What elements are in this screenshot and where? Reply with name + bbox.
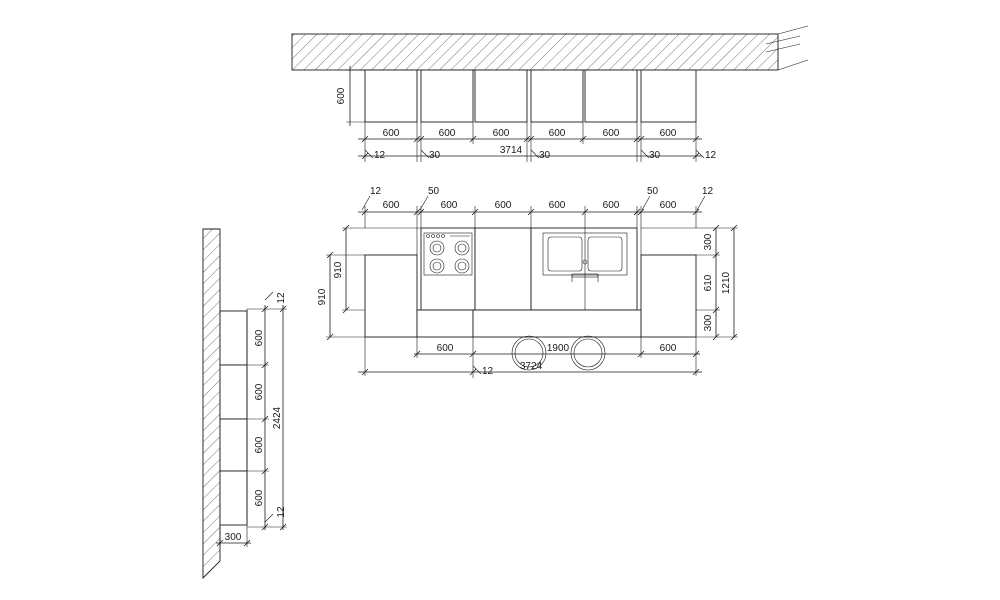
plan-top-gap-right: 12 [702,186,714,197]
side-unit-3 [219,418,248,472]
side-slashes [261,305,287,531]
plan-top-module-6: 600 [660,200,677,211]
plan-left-dim-inner-label: 910 [333,261,344,278]
wall-cabinet-6 [640,69,697,123]
plan-end-cabinet-left [364,254,418,338]
wall-overall-label: 3714 [500,145,523,156]
wall-dim-slashes [361,135,700,143]
wall-joint-gap-2: 30 [539,150,551,161]
wall-joint-gap-1: 30 [429,150,441,161]
wall-module-label-1: 600 [383,128,400,139]
plan-overall-label: 3724 [520,361,543,372]
wall-cabinet-4 [530,69,584,123]
leader [420,149,430,159]
side-wall-hatch [202,228,221,580]
leader [364,149,374,159]
leader [264,513,274,523]
side-gap-bottom: 12 [276,506,287,518]
plan-top-module-3: 600 [495,200,512,211]
wall-break-detail-2 [765,43,801,53]
plan-bottom-label-mid: 1900 [547,343,570,354]
plan-top-gap-left: 12 [370,186,382,197]
side-depth-slashes [216,539,251,547]
plan-right-dim-top: 300 [703,233,714,250]
plan-base-left [416,309,474,338]
stool-right-icon [570,335,606,371]
plan-right-slashes [712,224,738,341]
overall-dim-slashes [361,152,700,160]
wall-cabinet-2 [420,69,474,123]
plan-top-module-2: 600 [441,200,458,211]
plan-bottom-slashes [413,350,700,358]
plan-hob-cabinet [420,227,476,311]
side-unit-2 [219,364,248,420]
side-module-3: 600 [254,436,265,453]
wall-module-label-2: 600 [439,128,456,139]
side-module-4: 600 [254,489,265,506]
wall-dim-ticks [364,122,697,162]
wall-joint-gap-3: 30 [649,150,661,161]
plan-top-slashes [361,208,700,216]
hob-icon [423,232,473,276]
plan-top-gap-50-right: 50 [647,186,659,197]
wall-module-label-4: 600 [549,128,566,139]
plan-end-cabinet-right [640,254,697,338]
wall-module-label-5: 600 [603,128,620,139]
wall-break-line-2 [777,59,809,71]
plan-sink-cabinet [530,227,638,311]
plan-top-leaders [361,195,706,211]
plan-left-slashes [326,224,350,341]
plan-top-gap-50-left: 50 [428,186,440,197]
side-overall: 2424 [272,406,283,429]
leader [530,149,540,159]
leader [472,365,482,375]
side-unit-1 [219,310,248,366]
tall-unit-section: 12 600 600 600 600 2424 12 300 [202,228,287,580]
plan-bottom-label-left: 600 [437,343,454,354]
wall-cabinet-3 [474,69,528,123]
plan-bottom-label-right: 600 [660,343,677,354]
wall-module-label-6: 600 [660,128,677,139]
side-module-1: 600 [254,329,265,346]
leader [640,149,650,159]
side-module-2: 600 [254,383,265,400]
side-unit-4 [219,470,248,526]
side-gap-top: 12 [276,292,287,304]
plan-base-island [472,309,642,338]
side-depth-ext [219,527,248,547]
plan-left-dim-outer-label: 910 [317,288,328,305]
wall-module-label-3: 600 [493,128,510,139]
plan-top-module-5: 600 [603,200,620,211]
plan-top-module-4: 600 [549,200,566,211]
wall-gap-right: 12 [705,150,717,161]
leader [695,149,705,159]
wall-height-label: 600 [336,87,347,104]
wall-break-line [777,25,809,35]
plan-top-module-1: 600 [383,200,400,211]
leader [264,291,274,301]
wall-break-detail [765,35,801,45]
wall-cabinet-1 [364,69,418,123]
plan-top-ext [364,206,697,228]
stool-left-icon [511,335,547,371]
plan-right-dim-mid: 610 [703,274,714,291]
wall-cabinet-elevation: 600 600 600 600 600 600 600 [291,25,809,162]
plan-cabinet-3 [474,227,532,311]
plan-bottom-gap: 12 [482,366,494,377]
wall-cabinet-5 [584,69,638,123]
double-sink-icon [542,232,628,282]
plan-right-dim-overall: 1210 [721,271,732,294]
wall-gap-left: 12 [374,150,386,161]
plan-right-dim-bottom: 300 [703,314,714,331]
plan-overall-slashes [361,368,700,376]
base-cabinet-plan: 12 50 50 12 [317,186,738,378]
ceiling-wall-hatch [291,33,779,71]
side-depth-label: 300 [225,532,242,543]
